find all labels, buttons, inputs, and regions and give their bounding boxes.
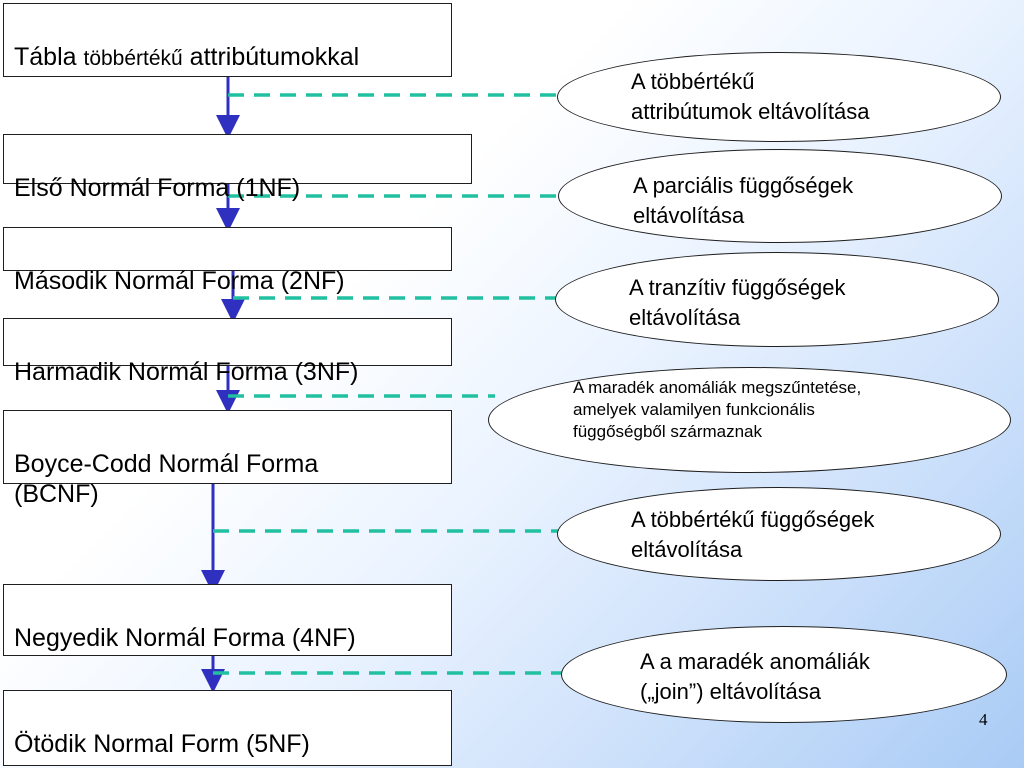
- box-1nf: Első Normál Forma (1NF): [3, 134, 472, 202]
- note-5-text: A többértékű függőségek eltávolítása: [631, 507, 875, 562]
- box-2nf-label: Második Normál Forma (2NF): [14, 267, 345, 295]
- note-ellipse-5: A többértékű függőségek eltávolítása: [557, 487, 1001, 581]
- note-4-text: A maradék anomáliák megszűntetése, amely…: [573, 378, 862, 442]
- box-5nf-label: Ötödik Normal Form (5NF): [14, 730, 310, 758]
- box-tabla: Tábla többértékű attribútumokkal: [3, 3, 452, 77]
- note-ellipse-3: A tranzítiv függőségek eltávolítása: [555, 252, 999, 347]
- box-bcnf: Boyce-Codd Normál Forma (BCNF): [3, 410, 452, 508]
- box-5nf: Ötödik Normal Form (5NF): [3, 690, 452, 766]
- note-ellipse-4: A maradék anomáliák megszűntetése, amely…: [488, 367, 1011, 473]
- box-2nf: Második Normál Forma (2NF): [3, 227, 452, 295]
- box-1nf-label: Első Normál Forma (1NF): [14, 174, 301, 202]
- note-3-text: A tranzítiv függőségek eltávolítása: [629, 275, 846, 330]
- box-4nf-label: Negyedik Normál Forma (4NF): [14, 624, 356, 652]
- box-tabla-suffix: attribútumokkal: [182, 43, 360, 71]
- note-6-text: A a maradék anomáliák („join”) eltávolít…: [640, 649, 870, 704]
- box-4nf: Negyedik Normál Forma (4NF): [3, 584, 452, 656]
- page-number: 4: [979, 710, 988, 729]
- note-ellipse-6: A a maradék anomáliák („join”) eltávolít…: [561, 626, 1007, 723]
- note-ellipse-2: A parciális függőségek eltávolítása: [558, 149, 1002, 243]
- box-3nf: Harmadik Normál Forma (3NF): [3, 318, 452, 386]
- box-tabla-prefix: Tábla: [14, 43, 84, 71]
- note-1-text: A többértékű attribútumok eltávolítása: [631, 69, 870, 124]
- note-2-text: A parciális függőségek eltávolítása: [633, 173, 854, 228]
- box-3nf-label: Harmadik Normál Forma (3NF): [14, 358, 359, 386]
- note-ellipse-1: A többértékű attribútumok eltávolítása: [557, 52, 1001, 142]
- box-tabla-small: többértékű: [83, 47, 183, 70]
- box-bcnf-label: Boyce-Codd Normál Forma (BCNF): [14, 450, 319, 508]
